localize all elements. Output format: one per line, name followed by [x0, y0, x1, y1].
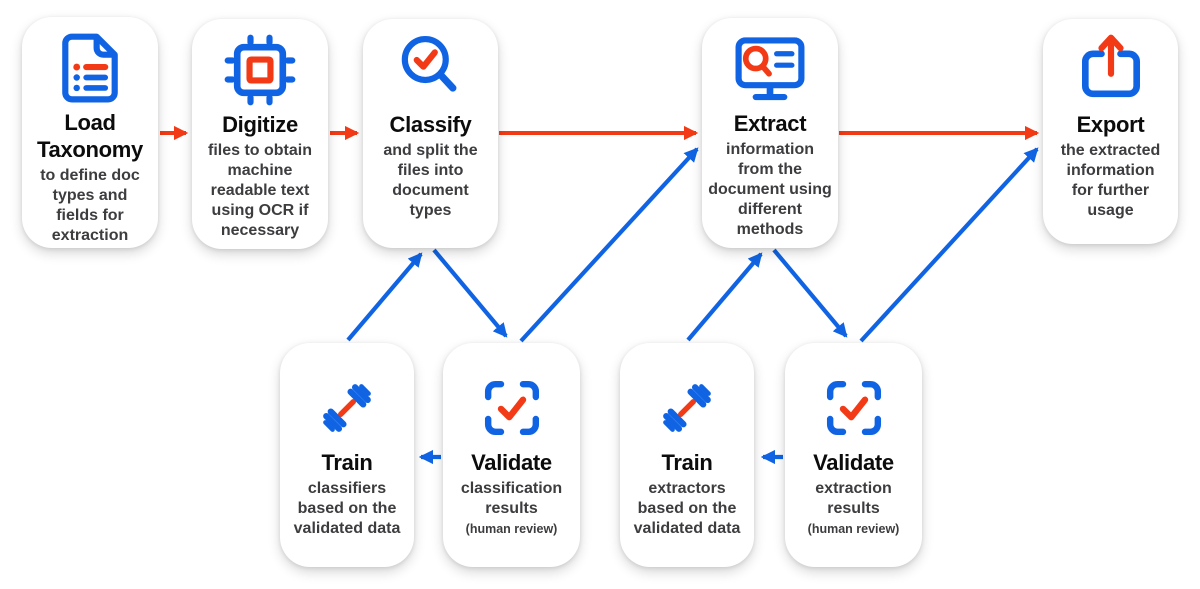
node-description: extractors based on the validated data [633, 480, 741, 537]
node-title: Extract [733, 111, 807, 136]
arrow-extract-to-validate-extraction [772, 248, 848, 338]
node-title: Validate [813, 450, 894, 475]
dumbbell-icon [311, 373, 383, 443]
node-description: classifiers based on the validated data [293, 480, 401, 537]
chip-icon [222, 31, 298, 109]
node-title: Classify [389, 112, 472, 137]
scan-check-icon [821, 373, 887, 443]
node-description: extraction results [815, 480, 892, 517]
node-title: Validate [471, 450, 552, 475]
node-description: classification results [460, 480, 563, 517]
node-title: Train [661, 450, 713, 475]
node-title: Export [1076, 112, 1145, 137]
node-title: Load Taxonomy [37, 110, 143, 162]
node-train-extractors: Train extractors based on the validated … [620, 343, 754, 567]
node-title: Train [321, 450, 373, 475]
node-description: the extracted information for further us… [1060, 142, 1161, 219]
scan-check-icon [479, 373, 545, 443]
node-load-taxonomy: Load Taxonomy to define doc types and fi… [22, 17, 158, 248]
node-description: files to obtain machine readable text us… [208, 142, 312, 239]
node-description: information from the document using diff… [708, 141, 832, 238]
document-list-icon [52, 29, 128, 107]
arrow-train-extractors-to-extract [686, 252, 763, 342]
node-note: (human review) [465, 522, 558, 536]
node-description: to define doc types and fields for extra… [40, 167, 140, 244]
monitor-search-icon [726, 30, 814, 108]
node-note: (human review) [807, 522, 900, 536]
node-classify: Classify and split the files into docume… [363, 19, 498, 248]
node-validate-classification: Validate classification results (human r… [443, 343, 580, 567]
node-extract: Extract information from the document us… [702, 18, 838, 248]
node-export: Export the extracted information for fur… [1043, 19, 1178, 244]
magnifier-check-icon [392, 31, 470, 109]
node-validate-extraction: Validate extraction results (human revie… [785, 343, 922, 567]
arrow-train-classifiers-to-classify [346, 252, 423, 342]
node-train-classifiers: Train classifiers based on the validated… [280, 343, 414, 567]
arrow-validate-extraction-to-export [859, 147, 1039, 343]
node-digitize: Digitize files to obtain machine readabl… [192, 19, 328, 249]
arrow-validate-classification-to-extract [519, 147, 699, 343]
arrow-classify-to-validate-classification [432, 248, 508, 338]
node-title: Digitize [222, 112, 298, 137]
upload-box-icon [1072, 31, 1150, 109]
node-description: and split the files into document types [383, 142, 478, 219]
dumbbell-icon [651, 373, 723, 443]
